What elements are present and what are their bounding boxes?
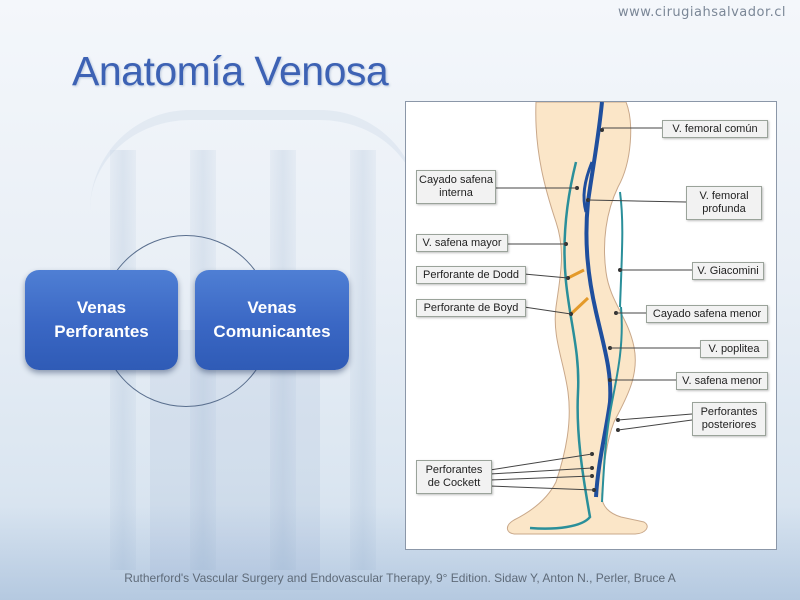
slide-title: Anatomía Venosa [72,48,389,94]
label-safena-mayor: V. safena mayor [416,234,508,252]
label-line: posteriores [701,419,757,431]
leader-lines [489,127,700,491]
node-label-line2: Perforantes [54,322,149,341]
node-venas-perforantes: Venas Perforantes [25,270,178,370]
label-line: Cayado safena [419,174,493,186]
venous-anatomy-figure: V. femoral común Cayado safena interna V… [405,101,777,550]
label-perforante-dodd: Perforante de Dodd [416,266,526,284]
site-url[interactable]: www.cirugiahsalvador.cl [617,5,786,20]
background-arch [90,110,420,210]
perforator-dodd [567,268,585,280]
deep-vein-profunda [582,161,594,213]
label-line: de Cockett [427,477,481,489]
label-safena-menor: V. safena menor [676,372,768,390]
label-femoral-profunda: V. femoral profunda [686,186,762,220]
label-line: profunda [702,203,746,215]
vein-giacomini [619,191,624,308]
label-perforantes-posteriores: Perforantes posteriores [692,402,766,436]
node-label-line1: Venas [247,298,297,317]
label-line: Perforantes [425,464,483,476]
label-line: interna [439,187,473,199]
label-line: V. femoral [699,190,749,202]
perforator-boyd [569,296,590,316]
node-label-line1: Venas [76,298,127,317]
label-cayado-safena-interna: Cayado safena interna [416,170,496,204]
deep-vein-femoral [584,102,613,498]
leg-illustration [489,102,700,535]
node-venas-comunicantes: Venas Comunicantes [195,270,349,370]
background-pillar [350,150,376,570]
label-giacomini: V. Giacomini [692,262,764,280]
label-femoral-comun: V. femoral común [662,120,768,138]
node-label-line2: Comunicantes [213,322,331,341]
label-perforantes-cockett: Perforantes de Cockett [416,460,492,494]
leg-outline [507,102,648,535]
label-perforante-boyd: Perforante de Boyd [416,299,526,317]
label-cayado-safena-menor: Cayado safena menor [646,305,768,323]
vein-safena-menor [601,306,623,503]
label-poplitea: V. poplitea [700,340,768,358]
label-line: Perforantes [700,406,758,418]
source-caption: Rutherford's Vascular Surgery and Endova… [124,571,676,585]
vein-safena-mayor [529,161,592,530]
